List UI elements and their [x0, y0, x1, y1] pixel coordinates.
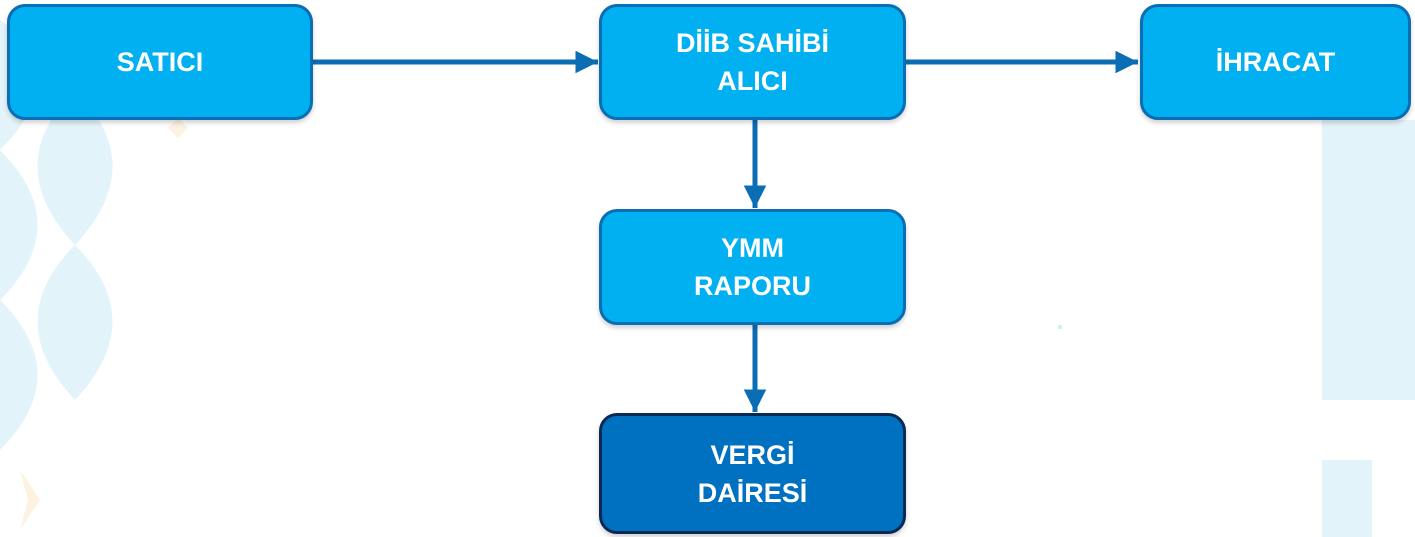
node-vergi-dairesi: VERGİ DAİRESİ	[599, 413, 906, 534]
node-satici-label: SATICI	[116, 47, 204, 77]
node-vergi-dairesi-label-line1: VERGİ	[710, 439, 795, 470]
node-diib-sahibi-label-line2: ALICI	[717, 66, 788, 96]
node-satici: SATICI	[7, 4, 313, 120]
node-ymm-raporu-label-line1: YMM	[721, 233, 784, 263]
node-diib-sahibi-alici: DİİB SAHİBİ ALICI	[599, 4, 906, 120]
node-ihracat-label: İHRACAT	[1215, 47, 1336, 77]
node-ymm-raporu-label-line2: RAPORU	[693, 271, 811, 301]
node-ymm-raporu: YMM RAPORU	[599, 209, 906, 325]
node-diib-sahibi-label-line1: DİİB SAHİBİ	[675, 28, 829, 58]
node-ihracat: İHRACAT	[1140, 4, 1411, 120]
node-vergi-dairesi-label-line2: DAİRESİ	[697, 477, 808, 508]
